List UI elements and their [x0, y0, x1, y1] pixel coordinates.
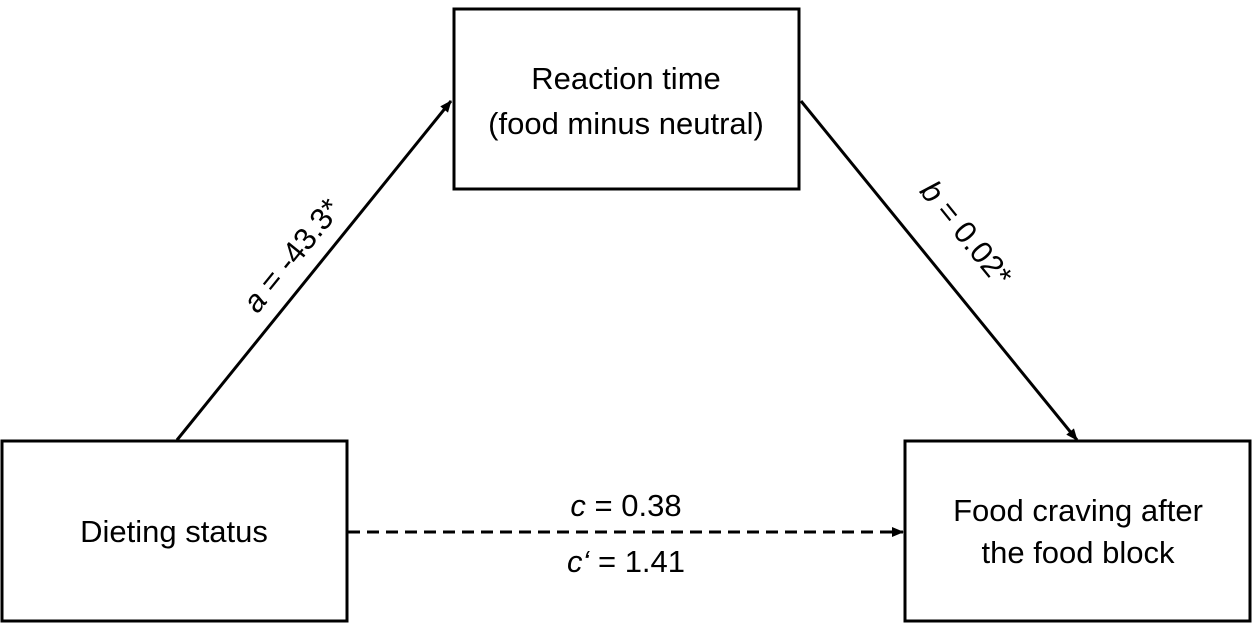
path-c-prime-value: = 1.41 — [589, 544, 685, 579]
path-c-value: = 0.38 — [586, 488, 682, 523]
mediator-label-line1: Reaction time — [531, 61, 721, 96]
outcome-label-line1: Food craving after — [953, 493, 1203, 528]
path-b-value: = 0.02* — [924, 187, 1019, 293]
path-b-arrow — [799, 100, 1079, 441]
outcome-node: Food craving after the food block — [903, 439, 1252, 623]
mediator-node: Reaction time (food minus neutral) — [452, 7, 801, 191]
path-c-label: c = 0.38 — [570, 488, 681, 523]
outcome-label-line2: the food block — [981, 535, 1175, 570]
path-c-prime-label: c‘ = 1.41 — [567, 544, 685, 579]
predictor-node: Dieting status — [0, 439, 349, 623]
path-c-prime-symbol: c‘ — [567, 544, 591, 579]
predictor-label: Dieting status — [80, 514, 268, 549]
path-c-symbol: c — [570, 488, 586, 523]
path-a-arrow — [175, 100, 453, 441]
path-b-label: b = 0.02* — [913, 174, 1019, 293]
mediator-label-line2: (food minus neutral) — [488, 106, 764, 141]
